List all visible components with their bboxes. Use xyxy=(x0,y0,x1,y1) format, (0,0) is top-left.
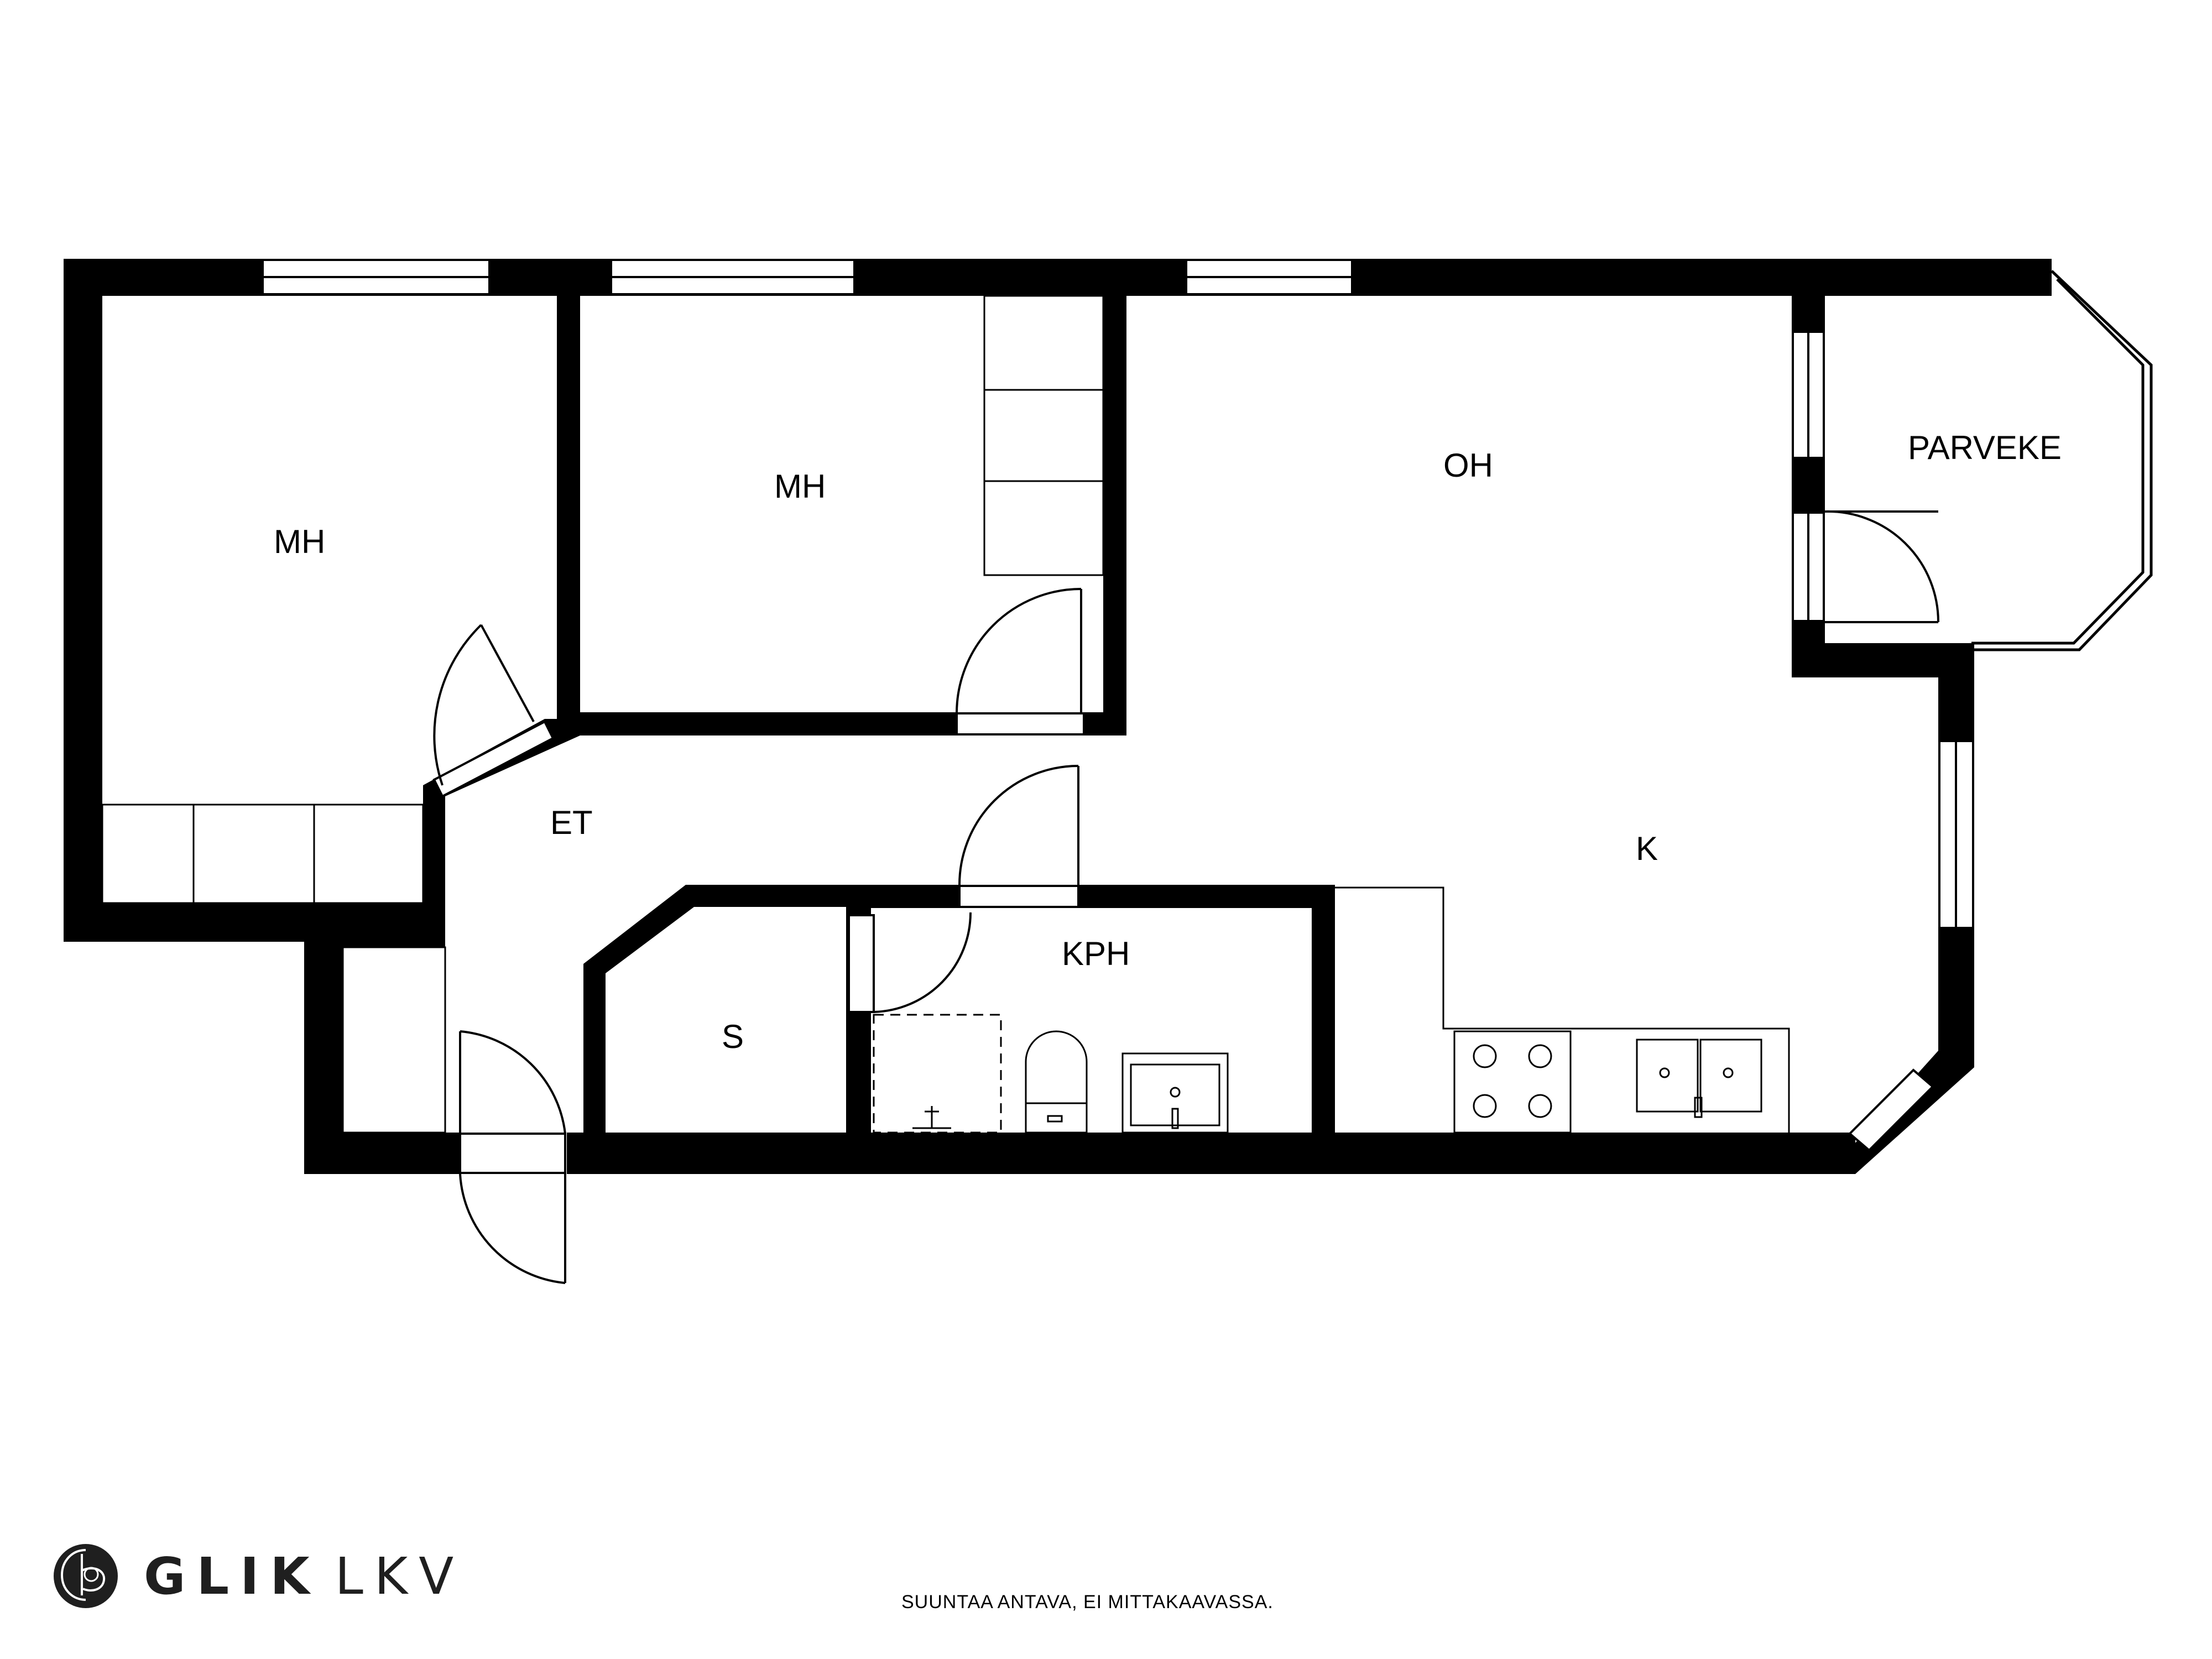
wardrobe-mid-1 xyxy=(983,295,1104,391)
door-bath-frame xyxy=(958,885,1079,908)
bath-sink xyxy=(1121,1052,1229,1134)
door-bath-inner-swing xyxy=(873,912,972,1013)
wall-annex-top xyxy=(304,925,445,947)
wall-bath-right xyxy=(1312,885,1335,1150)
wall-left xyxy=(64,259,102,942)
balcony-outline xyxy=(1971,270,2153,651)
walls xyxy=(64,259,2052,1174)
label-mh-middle: MH xyxy=(774,468,826,505)
wall-right-lower xyxy=(1938,929,1974,1062)
sink-kitchen-1 xyxy=(1636,1039,1699,1113)
door-balcony-swing xyxy=(1824,510,1939,623)
door-bath-inner xyxy=(848,914,875,1013)
kitchen-counter xyxy=(1335,886,1790,1133)
wall-balcony-left xyxy=(1792,259,1825,331)
wall-balcony-mid xyxy=(1792,459,1825,512)
doors xyxy=(432,510,1939,1284)
toilet xyxy=(1025,1030,1088,1134)
label-mh-left: MH xyxy=(274,523,325,560)
label-oh: OH xyxy=(1443,447,1493,484)
wall-bedroom-divider xyxy=(557,259,580,718)
wall-right-upper xyxy=(1938,643,1974,740)
wall-mh-right xyxy=(1103,259,1126,735)
wardrobe-left-2 xyxy=(192,804,315,904)
door-bedroom-mid-frame xyxy=(956,712,1085,735)
room-labels: MH MH OH PARVEKE ET K KPH S xyxy=(274,429,2062,1055)
door-entrance-frame xyxy=(459,1133,566,1174)
label-kph: KPH xyxy=(1062,935,1130,972)
label-s: S xyxy=(722,1018,744,1055)
wall-bottom xyxy=(567,1133,1855,1174)
wall-et-left xyxy=(423,796,445,942)
door-bath-swing xyxy=(958,765,1079,885)
brand-suffix: LKV xyxy=(335,1546,465,1606)
label-parveke: PARVEKE xyxy=(1908,429,2062,466)
sink-kitchen-2 xyxy=(1699,1039,1762,1113)
shower-area xyxy=(873,1014,1002,1134)
brand-name: GLIK xyxy=(144,1546,321,1606)
door-bedroom-left-frame xyxy=(432,720,555,798)
wardrobe-left-1 xyxy=(101,804,195,904)
scale-disclaimer: SUUNTAA ANTAVA, EI MITTAKAAVASSA. xyxy=(901,1592,1274,1613)
door-bedroom-left-swing xyxy=(433,624,535,786)
wall-bath-top xyxy=(846,885,1333,908)
wardrobe-left-3 xyxy=(313,804,424,904)
windows xyxy=(262,259,1974,1152)
door-entrance-swing-in xyxy=(459,1030,566,1134)
door-bedroom-mid-swing xyxy=(956,588,1082,714)
wall-storage xyxy=(583,885,1334,1150)
fixtures xyxy=(101,295,1790,1134)
window-corner xyxy=(1848,1068,1934,1152)
wall-bottom-left xyxy=(304,1133,459,1174)
door-entrance-swing-out xyxy=(459,1173,566,1284)
glik-logo-icon xyxy=(54,1544,118,1608)
wardrobe-mid-2 xyxy=(983,389,1104,482)
label-et: ET xyxy=(550,804,593,841)
entry-closet xyxy=(342,946,446,1134)
label-k: K xyxy=(1636,830,1658,867)
wardrobe-mid-3 xyxy=(983,480,1104,576)
stove xyxy=(1453,1030,1572,1134)
brand: GLIK LKV xyxy=(50,1543,465,1609)
shower-tap xyxy=(912,1106,951,1129)
